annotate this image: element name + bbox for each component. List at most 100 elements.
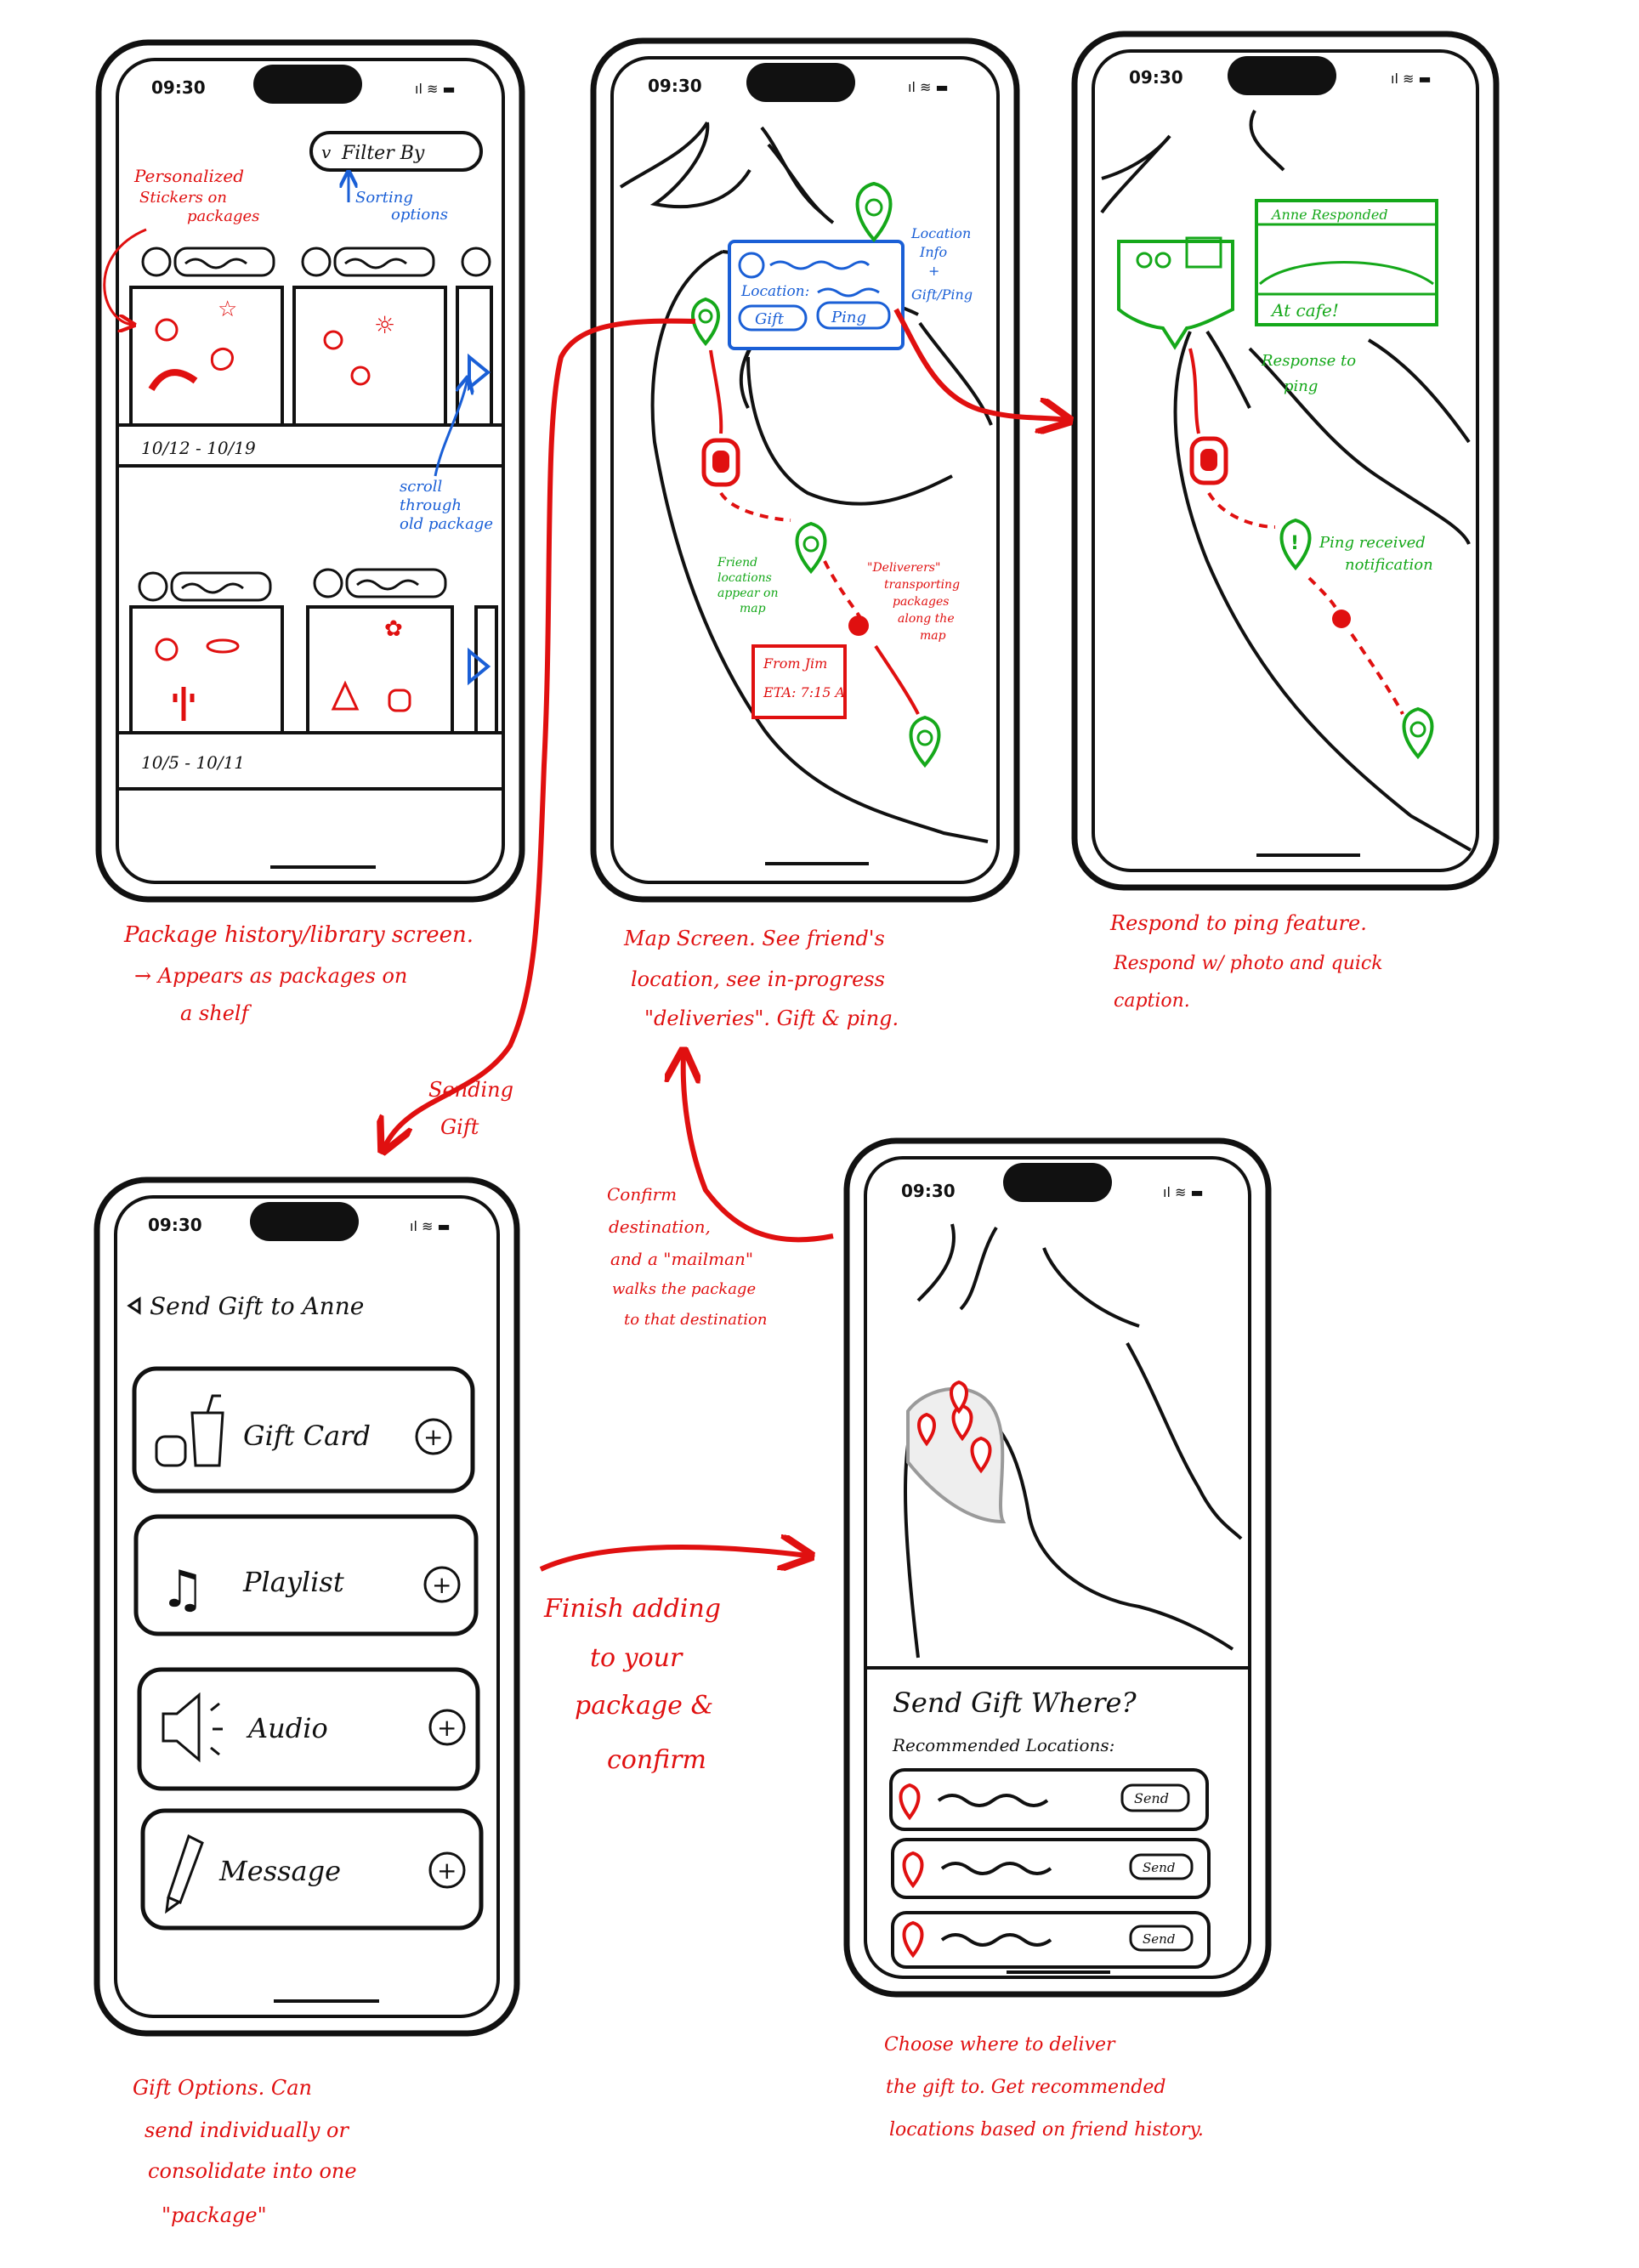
- scroll-right-icon[interactable]: [468, 353, 491, 392]
- recommended-location-pin[interactable]: [950, 1380, 968, 1415]
- svg-text:transporting: transporting: [884, 578, 960, 592]
- status-time: 09:30: [151, 77, 206, 98]
- phone-frame: [94, 1177, 520, 2037]
- svg-text:Gift: Gift: [440, 1115, 479, 1139]
- svg-text:Respond w/ photo and quick: Respond w/ photo and quick: [1113, 953, 1383, 974]
- avatar: [138, 571, 168, 602]
- cat-sticker-icon: [350, 366, 371, 386]
- svg-text:scroll: scroll: [400, 478, 443, 496]
- gift-options-screen: 09:30 ıl ≋ ▬ Send Gift to Anne Gift Card…: [94, 1177, 520, 2227]
- chevron-down-icon: v: [321, 142, 332, 162]
- ping-button[interactable]: Ping: [816, 301, 891, 330]
- recommended-location-row[interactable]: Send: [891, 1911, 1211, 1969]
- week-date-range: 10/5 - 10/11: [141, 752, 245, 773]
- recommended-location-row[interactable]: Send: [891, 1838, 1211, 1899]
- map-canvas[interactable]: [1100, 110, 1472, 852]
- friend-location-pin[interactable]: [795, 521, 827, 575]
- deliverer-icon: [1332, 610, 1351, 628]
- send-button[interactable]: Send: [1129, 1925, 1194, 1952]
- page-title: Send Gift to Anne: [150, 1292, 364, 1320]
- phone-frame: [95, 39, 525, 903]
- package-box[interactable]: [129, 286, 284, 427]
- svg-text:package &: package &: [575, 1691, 713, 1721]
- ping-response-card[interactable]: Anne Responded At cafe!: [1255, 199, 1438, 326]
- friend-location-pin[interactable]: [691, 297, 720, 347]
- food-drink-icon: [155, 1394, 224, 1467]
- burger-sticker-icon: [388, 689, 411, 712]
- recommended-location-pin[interactable]: [917, 1412, 936, 1447]
- pinged-friend-marker[interactable]: [1117, 236, 1234, 350]
- recommended-subtitle: Recommended Locations:: [892, 1735, 1114, 1755]
- response-card-title: Anne Responded: [1270, 207, 1388, 223]
- audio-option[interactable]: Audio +: [137, 1667, 480, 1791]
- send-button[interactable]: Send: [1129, 1853, 1194, 1880]
- package-box[interactable]: [456, 286, 493, 427]
- dynamic-island: [253, 65, 362, 104]
- svg-text:Gift Options. Can: Gift Options. Can: [133, 2076, 312, 2100]
- delivery-eta-card[interactable]: From Jim ETA: 7:15 A: [751, 644, 847, 719]
- sender-name-pill: [170, 571, 272, 602]
- plus-icon: +: [437, 1714, 457, 1742]
- phone-frame: [1071, 31, 1500, 891]
- package-shelf-row[interactable]: ☆ ☼ 10/12 - 10/19: [119, 247, 503, 468]
- add-audio-button[interactable]: +: [428, 1709, 466, 1746]
- delivery-route: [874, 644, 920, 715]
- avatar: [461, 247, 491, 277]
- add-gift-card-button[interactable]: +: [415, 1418, 452, 1455]
- back-button[interactable]: Send Gift to Anne: [127, 1292, 364, 1320]
- friend-location-pin[interactable]: [1402, 706, 1434, 760]
- add-message-button[interactable]: +: [428, 1851, 466, 1889]
- music-note-icon: ♫: [160, 1560, 206, 1619]
- svg-text:locations based on friend hist: locations based on friend history.: [889, 2119, 1204, 2140]
- svg-text:Send: Send: [1143, 1931, 1175, 1947]
- svg-text:Gift/Ping: Gift/Ping: [911, 286, 973, 303]
- response-caption: At cafe!: [1270, 300, 1339, 320]
- package-box[interactable]: [306, 605, 454, 734]
- svg-text:Response to: Response to: [1261, 352, 1356, 370]
- svg-text:a shelf: a shelf: [180, 1001, 252, 1025]
- scroll-right-icon[interactable]: [468, 647, 491, 686]
- week-date-range: 10/12 - 10/19: [141, 438, 256, 458]
- delivery-route: [823, 560, 869, 630]
- location-info-popup[interactable]: Location: Gift Ping: [728, 240, 905, 350]
- filter-by-button[interactable]: v Filter By: [309, 131, 483, 172]
- phone-screen: [864, 1156, 1251, 1979]
- confirm-destination-label: Confirm destination, and a "mailman" wal…: [607, 1184, 767, 1329]
- sender-name-pill: [345, 568, 447, 598]
- recommended-location-row[interactable]: Send: [889, 1768, 1209, 1831]
- recommended-location-pin[interactable]: [970, 1436, 992, 1474]
- svg-text:Sending: Sending: [428, 1078, 513, 1102]
- message-option[interactable]: Message +: [140, 1808, 484, 1931]
- package-box[interactable]: [129, 605, 284, 734]
- svg-text:location, see in-progress: location, see in-progress: [631, 967, 885, 991]
- deliverers-annotation: "Deliverers" transporting packages along…: [867, 561, 960, 643]
- svg-text:Info: Info: [919, 244, 947, 260]
- gift-card-option[interactable]: Gift Card +: [132, 1366, 475, 1494]
- svg-text:From Jim: From Jim: [763, 655, 827, 672]
- svg-text:+: +: [928, 263, 939, 279]
- deliverer-icon: [848, 615, 869, 636]
- star-sticker-icon: ☆: [218, 297, 237, 322]
- playlist-option[interactable]: ♫ Playlist +: [133, 1514, 479, 1636]
- friend-location-pin[interactable]: [855, 181, 893, 243]
- send-button[interactable]: Send: [1120, 1783, 1190, 1812]
- package-shelf-row[interactable]: ✿ 10/5 - 10/11: [119, 568, 503, 791]
- sorting-annotation: Sorting options: [349, 173, 448, 224]
- ping-received-pin[interactable]: !: [1279, 518, 1312, 571]
- svg-text:"Deliverers": "Deliverers": [867, 561, 940, 575]
- map-screen: 09:30 ıl ≋ ▬ Location: Gift: [590, 37, 1020, 1030]
- map-canvas[interactable]: [904, 1223, 1243, 1658]
- sending-gift-label: Sending Gift: [428, 1078, 513, 1139]
- add-playlist-button[interactable]: +: [423, 1566, 461, 1603]
- rainbow-sticker-icon: [148, 369, 198, 392]
- avatar: [1136, 252, 1153, 269]
- svg-text:confirm: confirm: [607, 1745, 706, 1775]
- avatar: [301, 247, 332, 277]
- option-label: Gift Card: [243, 1420, 371, 1452]
- package-box[interactable]: [292, 286, 447, 427]
- dynamic-island: [1003, 1163, 1112, 1202]
- friend-location-pin[interactable]: [909, 715, 941, 768]
- gift-button[interactable]: Gift: [738, 304, 808, 332]
- finish-package-arrow: [539, 1547, 808, 1569]
